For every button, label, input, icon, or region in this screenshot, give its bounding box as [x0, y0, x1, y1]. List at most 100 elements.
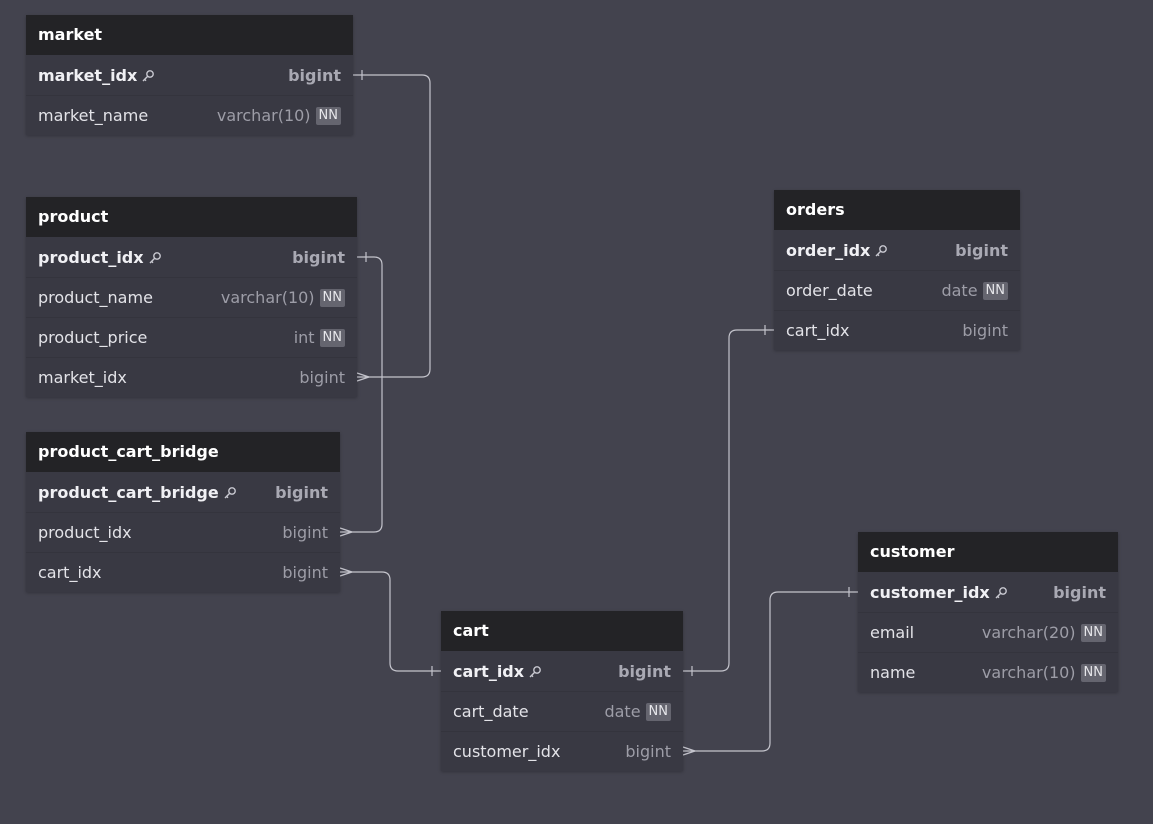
column-name-text: market_idx: [38, 368, 127, 387]
column-type-text: varchar(10): [981, 663, 1076, 682]
column-name-text: market_idx: [38, 65, 138, 85]
column-type: bigint: [288, 66, 341, 85]
column-type: bigint: [282, 523, 328, 542]
table-header-market[interactable]: market: [26, 15, 353, 55]
column-name: product_price: [38, 328, 147, 347]
not-null-badge: NN: [1080, 663, 1106, 682]
column-name-text: order_idx: [786, 240, 871, 260]
column-type: varchar(10)NN: [982, 663, 1106, 682]
key-icon: [141, 68, 155, 82]
cardinality-many-marker: [339, 527, 353, 537]
column-type: varchar(10)NN: [221, 288, 345, 307]
column-type: bigint: [962, 321, 1008, 340]
column-type: varchar(20)NN: [982, 623, 1106, 642]
column-name-text: cart_idx: [38, 563, 102, 582]
key-icon: [223, 485, 237, 499]
column-row-market-idx[interactable]: market_idx bigint: [26, 55, 353, 95]
column-name-text: product_price: [38, 328, 148, 347]
column-type: bigint: [299, 368, 345, 387]
column-name: cart_idx: [38, 563, 102, 582]
column-type: bigint: [1053, 583, 1106, 602]
table-header-cart[interactable]: cart: [441, 611, 683, 651]
column-name: market_idx: [38, 66, 155, 85]
column-name-text: customer_idx: [453, 742, 561, 761]
column-name-text: cart_idx: [786, 321, 850, 340]
not-null-badge: NN: [645, 702, 671, 721]
column-name-text: product_idx: [38, 247, 144, 267]
column-type-text: bigint: [962, 321, 1008, 340]
table-header-product[interactable]: product: [26, 197, 357, 237]
column-row-product-idx[interactable]: product_idx bigint: [26, 237, 357, 277]
relation-link: [683, 591, 858, 752]
column-name: product_idx: [38, 248, 162, 267]
column-name: market_idx: [38, 368, 127, 387]
column-type-text: date: [604, 702, 641, 721]
column-row-cart-idx[interactable]: cart_idx bigint: [26, 552, 340, 592]
cardinality-many-marker: [356, 372, 370, 382]
relation-link: [340, 571, 441, 672]
column-row-customer-idx[interactable]: customer_idx bigint: [858, 572, 1118, 612]
not-null-badge: NN: [319, 288, 345, 307]
column-name: cart_idx: [786, 321, 850, 340]
column-name-text: product_name: [38, 288, 153, 307]
column-type: bigint: [292, 248, 345, 267]
cardinality-many-marker: [339, 567, 353, 577]
column-name-text: email: [870, 623, 915, 642]
column-type-text: bigint: [288, 65, 341, 85]
column-name: customer_idx: [870, 583, 1008, 602]
key-icon: [148, 250, 162, 264]
column-name-text: name: [870, 663, 916, 682]
column-row-customer-idx[interactable]: customer_idx bigint: [441, 731, 683, 771]
relation-link: [683, 329, 774, 672]
column-name: email: [870, 623, 914, 642]
cardinality-many-marker: [682, 746, 696, 756]
column-type-text: bigint: [275, 482, 328, 502]
column-type-text: bigint: [299, 368, 345, 387]
column-type: varchar(10)NN: [217, 106, 341, 125]
column-type-text: bigint: [618, 661, 671, 681]
column-name: order_date: [786, 281, 873, 300]
table-header-orders[interactable]: orders: [774, 190, 1020, 230]
relation-link: [353, 74, 431, 378]
column-row-name[interactable]: name varchar(10)NN: [858, 652, 1118, 692]
column-row-market-idx[interactable]: market_idx bigint: [26, 357, 357, 397]
key-icon: [994, 585, 1008, 599]
column-name-text: cart_date: [453, 702, 529, 721]
table-customer[interactable]: customer customer_idx bigint email varchar(2…: [858, 532, 1118, 692]
column-row-cart-idx[interactable]: cart_idx bigint: [774, 310, 1020, 350]
column-row-cart-idx[interactable]: cart_idx bigint: [441, 651, 683, 691]
column-row-product-cart-bridge[interactable]: product_cart_bridge bigint: [26, 472, 340, 512]
column-type: bigint: [625, 742, 671, 761]
column-type-text: varchar(10): [220, 288, 315, 307]
column-name-text: cart_idx: [453, 661, 525, 681]
column-name: cart_date: [453, 702, 529, 721]
column-name: product_cart_bridge: [38, 483, 237, 502]
column-type-text: varchar(10): [216, 106, 311, 125]
table-header-product-cart-bridge[interactable]: product_cart_bridge: [26, 432, 340, 472]
column-type-text: bigint: [292, 247, 345, 267]
column-type: bigint: [618, 662, 671, 681]
column-type: bigint: [282, 563, 328, 582]
column-row-email[interactable]: email varchar(20)NN: [858, 612, 1118, 652]
column-name-text: customer_idx: [870, 582, 990, 602]
table-header-customer[interactable]: customer: [858, 532, 1118, 572]
column-row-product-name[interactable]: product_name varchar(10)NN: [26, 277, 357, 317]
